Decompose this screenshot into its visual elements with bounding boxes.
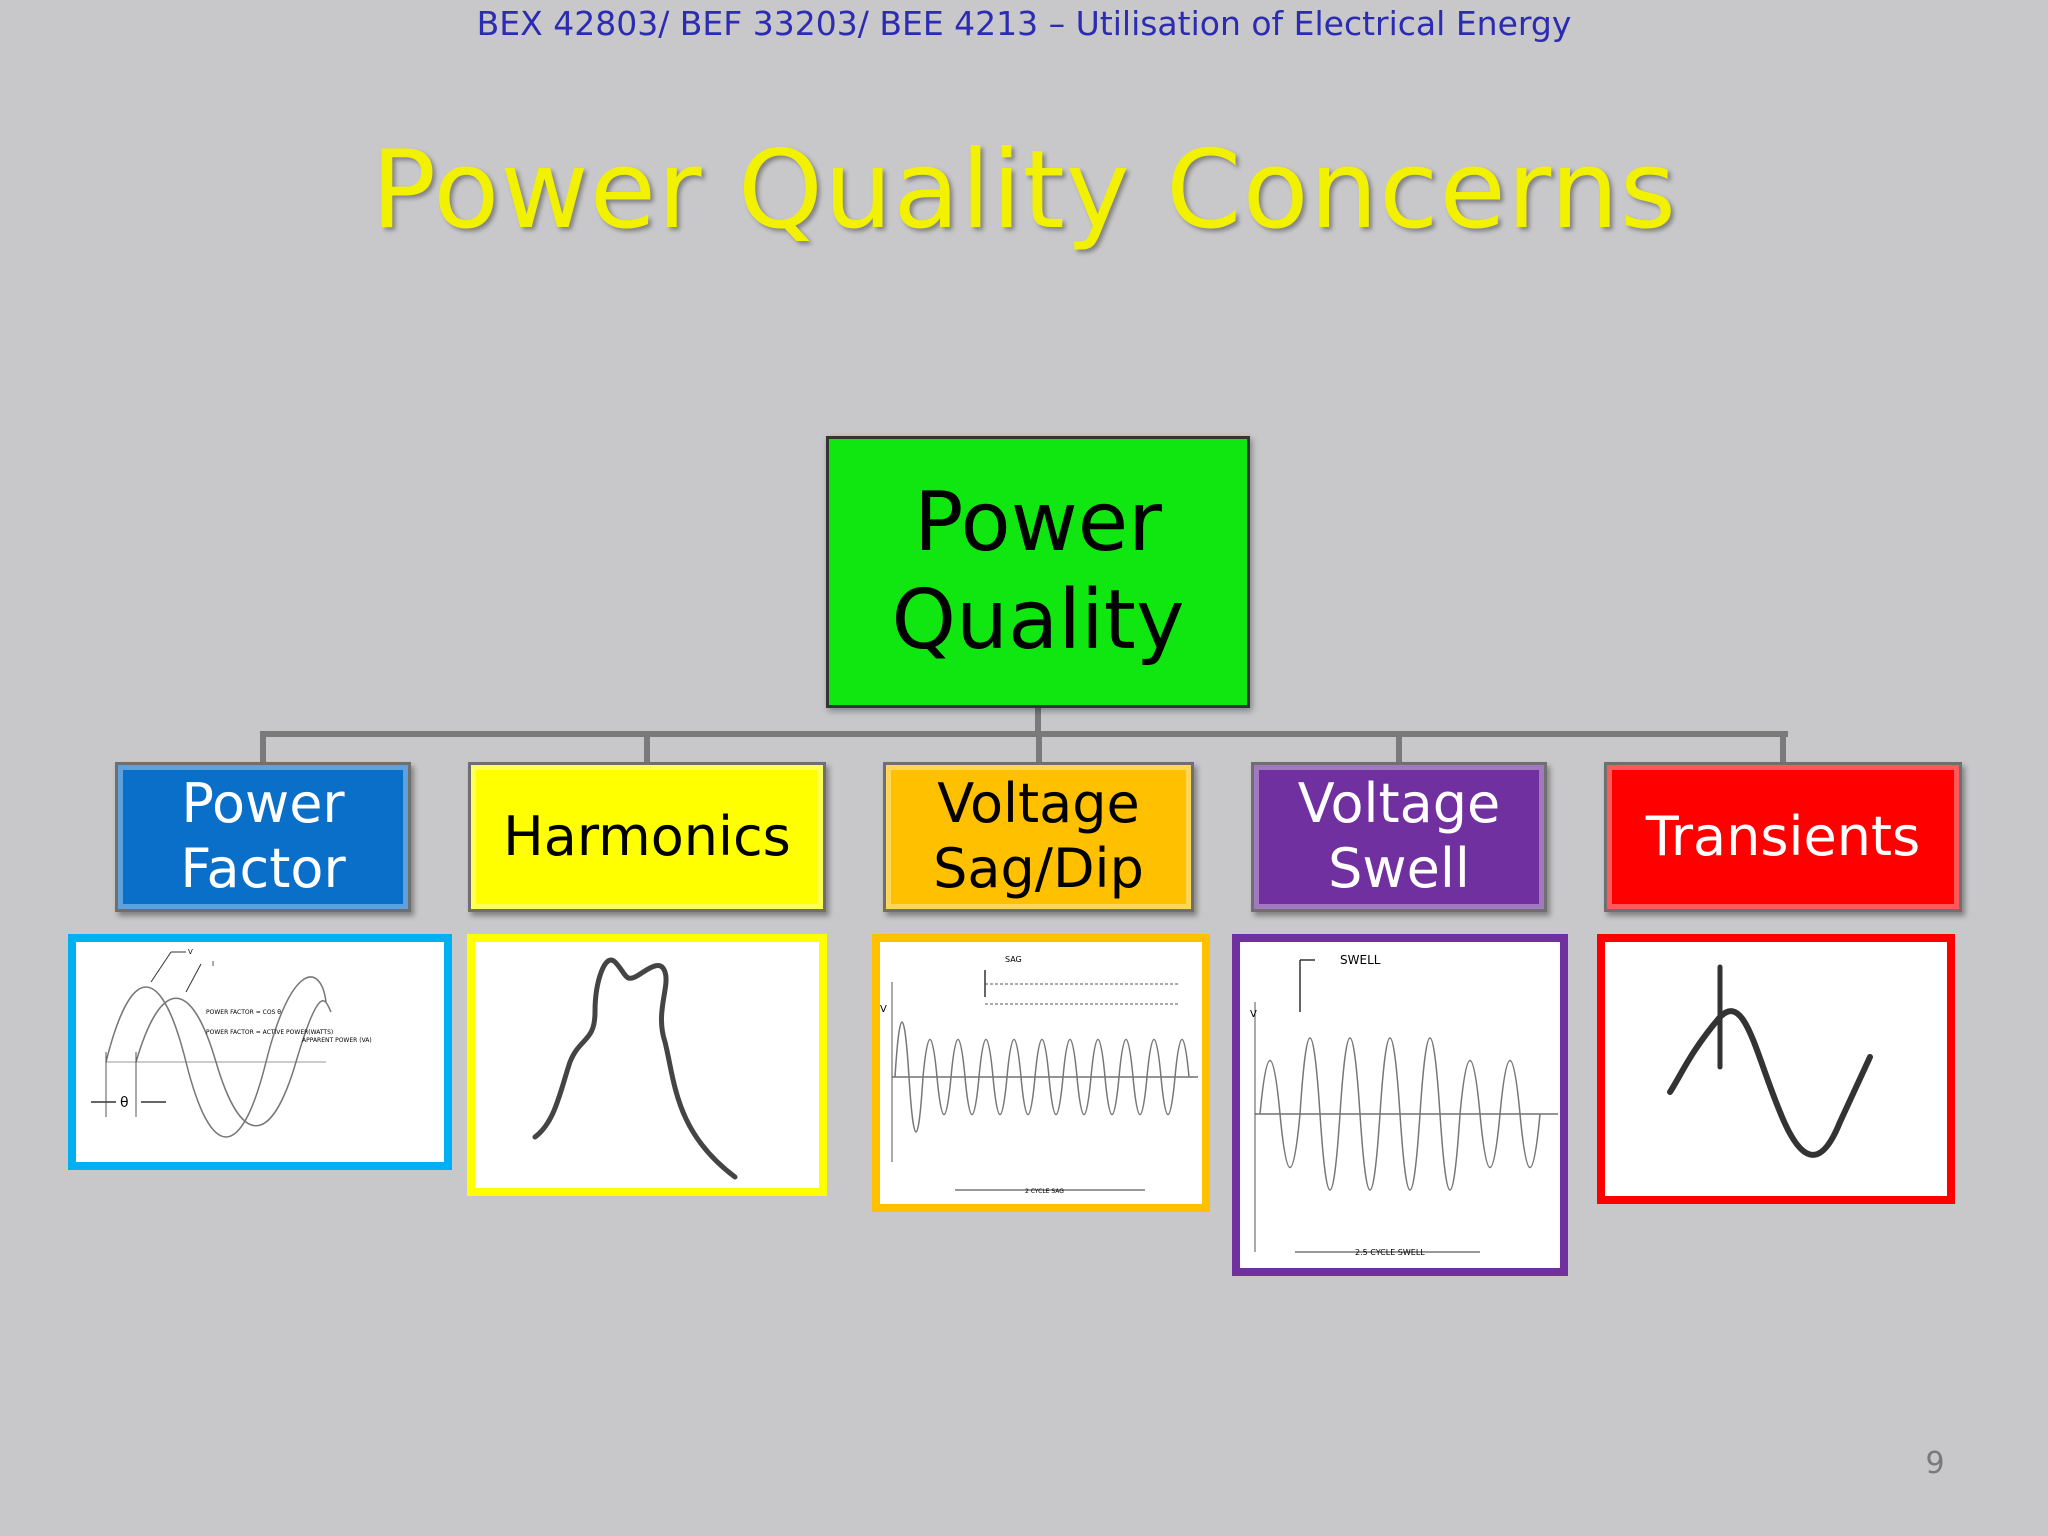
voltage-sag-label: Voltage Sag/Dip <box>933 772 1144 900</box>
i-label: I <box>212 960 214 968</box>
power-factor-node: Power Factor <box>115 762 411 912</box>
harmonics-label: Harmonics <box>503 804 791 868</box>
transients-figure <box>1597 934 1955 1204</box>
v-label: V <box>188 948 193 956</box>
swell-axis-label: V <box>1250 1009 1257 1020</box>
pf-text-1: POWER FACTOR = COS θ <box>206 1009 281 1016</box>
course-header: BEX 42803/ BEF 33203/ BEE 4213 – Utilisa… <box>476 4 1572 43</box>
page-number: 9 <box>1925 1446 1945 1481</box>
harmonics-figure <box>467 934 827 1196</box>
sag-axis-label: V <box>880 1004 887 1015</box>
swell-label: SWELL <box>1340 953 1381 967</box>
voltage-sag-node: Voltage Sag/Dip <box>883 762 1194 912</box>
harmonics-node: Harmonics <box>468 762 826 912</box>
connector-harmonics <box>644 731 650 763</box>
pf-text-2: POWER FACTOR = ACTIVE POWER(WATTS) <box>206 1029 333 1036</box>
theta-label: θ <box>120 1095 129 1111</box>
slide-title: Power Quality Concerns <box>370 128 1678 253</box>
voltage-sag-waveform: SAG V 2 CYCLE SAG <box>880 955 1198 1195</box>
sag-cycle-label: 2 CYCLE SAG <box>1025 1188 1064 1195</box>
voltage-swell-waveform: SWELL V 2.5 CYCLE SWELL <box>1250 953 1558 1257</box>
voltage-sag-figure: SAG V 2 CYCLE SAG <box>872 934 1210 1212</box>
harmonics-waveform <box>532 957 738 1180</box>
voltage-swell-figure: SWELL V 2.5 CYCLE SWELL <box>1232 934 1568 1276</box>
pf-text-3: APPARENT POWER (VA) <box>302 1037 372 1044</box>
transients-waveform <box>1667 964 1873 1158</box>
power-factor-waveform: V I POWER FACTOR = COS θ POWER FACTOR = … <box>91 948 372 1138</box>
power-factor-figure: V I POWER FACTOR = COS θ POWER FACTOR = … <box>68 934 452 1170</box>
sag-label: SAG <box>1005 955 1022 964</box>
swell-cycle-label: 2.5 CYCLE SWELL <box>1355 1248 1425 1257</box>
power-quality-node: Power Quality <box>826 436 1250 708</box>
transients-node: Transients <box>1604 762 1962 912</box>
transients-label: Transients <box>1645 804 1921 868</box>
horizontal-connector <box>260 731 1788 737</box>
voltage-swell-label: Voltage Swell <box>1297 772 1501 900</box>
connector-voltage-swell <box>1396 731 1402 763</box>
root-connector <box>1035 708 1041 736</box>
power-factor-label: Power Factor <box>180 772 346 900</box>
connector-power-factor <box>260 731 266 763</box>
connector-voltage-sag <box>1036 731 1042 763</box>
root-label: Power Quality <box>891 474 1185 668</box>
voltage-swell-node: Voltage Swell <box>1251 762 1547 912</box>
connector-transients <box>1780 731 1786 763</box>
